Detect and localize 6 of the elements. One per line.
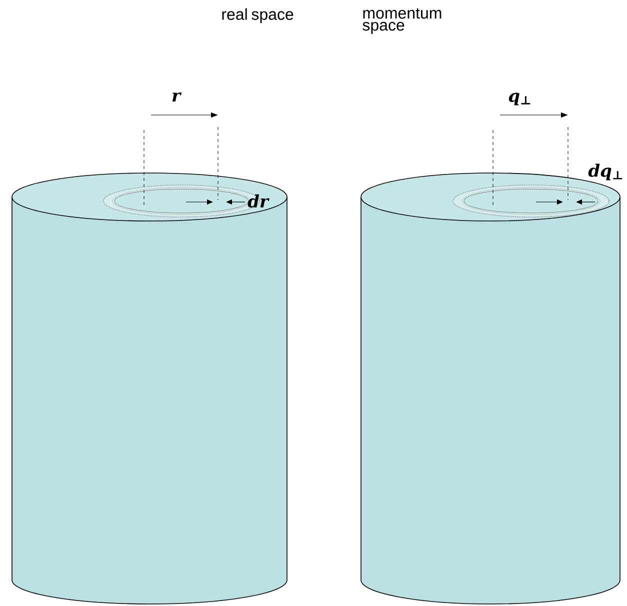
heading: momentum space xyxy=(362,8,442,34)
symbol-label: dq$_{⊥}$ xyxy=(588,164,622,180)
heading: real space xyxy=(222,8,294,24)
symbol-label: r xyxy=(172,92,182,102)
symbol-label: q$_{⊥}$ xyxy=(508,92,530,106)
symbol-label: dr xyxy=(248,194,270,208)
